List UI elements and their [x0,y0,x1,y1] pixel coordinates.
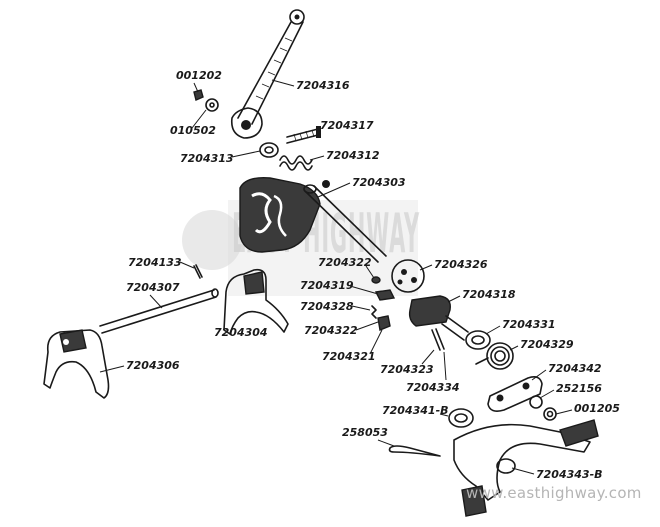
callout-7204329: 7204329 [509,338,574,351]
selector-housing [239,177,387,263]
shift-fork-7204306 [43,329,110,399]
callout-7204343-b: 7204343-B [511,467,603,481]
washer-7204313 [259,142,279,158]
washer-7204341-b [448,408,474,428]
shift-fork-7204304 [223,268,289,335]
torsion-spring-7204329 [475,342,514,370]
plate-7204342 [487,376,543,412]
clip-7204319 [374,289,396,301]
spring-7204312 [279,155,313,171]
callout-7204312: 7204312 [309,149,380,162]
washer-252156 [529,395,543,409]
callout-001205: 001205 [555,402,620,415]
label-7204321: 7204321 [322,350,376,363]
label-7204307: 7204307 [126,281,180,294]
label-7204313: 7204313 [180,152,234,165]
selector-disk [391,259,425,293]
callout-7204328: 7204328 [300,300,371,313]
label-7204303: 7204303 [352,176,406,189]
callout-7204322-b: 7204322 [304,321,379,337]
pin-7204322 [371,276,381,284]
cotter-pin-258053 [388,445,441,457]
callout-7204303: 7204303 [317,176,406,198]
callout-7204304: 7204304 [214,326,268,339]
callout-7204322-a: 7204322 [318,256,375,279]
callout-7204316: 7204316 [271,79,350,92]
label-7204306: 7204306 [126,359,180,372]
callout-7204318: 7204318 [447,288,516,303]
pin-7204323 [431,328,445,351]
callout-7204306: 7204306 [99,359,180,373]
washer-001205 [543,407,557,421]
label-010502: 010502 [170,124,216,137]
label-7204304: 7204304 [214,326,268,339]
spring-7204328 [371,305,377,319]
callout-7204313: 7204313 [180,150,261,165]
label-7204322-b: 7204322 [304,324,358,337]
label-7204334: 7204334 [406,381,460,394]
callout-7204307: 7204307 [126,281,180,309]
label-7204316: 7204316 [296,79,350,92]
label-7204343-b: 7204343-B [536,468,603,481]
callout-7204334: 7204334 [406,351,460,394]
shift-rod-7204307 [99,288,219,334]
callout-7204341-b: 7204341-B [382,404,449,417]
label-001202: 001202 [176,69,222,82]
label-7204133: 7204133 [128,256,182,269]
label-7204326: 7204326 [434,258,488,271]
gear-shift-lever [230,9,305,139]
callout-7204317: 7204317 [320,119,374,132]
label-001205: 001205 [574,402,620,415]
callout-258053: 258053 [342,426,395,447]
pin-7204133 [193,264,203,279]
bolt-7204317 [286,126,321,144]
washer-010502 [205,98,219,112]
label-7204331: 7204331 [502,318,556,331]
label-258053: 258053 [342,426,388,439]
callout-7204331: 7204331 [485,318,556,335]
website-watermark: www.easthighway.com [466,484,642,502]
callout-7204321: 7204321 [322,329,383,363]
callout-252156: 252156 [539,382,602,399]
label-7204318: 7204318 [462,288,516,301]
label-7204328: 7204328 [300,300,354,313]
lever-7204318 [408,295,469,341]
callout-7204319: 7204319 [300,279,379,295]
label-7204317: 7204317 [320,119,374,132]
label-7204323: 7204323 [380,363,434,376]
label-7204342: 7204342 [548,362,602,375]
nut-001202 [193,89,204,101]
ring-7204331 [465,330,491,350]
callout-7204323: 7204323 [380,349,435,376]
label-7204322-a: 7204322 [318,256,372,269]
label-7204329: 7204329 [520,338,574,351]
label-7204319: 7204319 [300,279,354,292]
label-7204312: 7204312 [326,149,380,162]
callout-010502: 010502 [170,109,216,137]
pedal-lever-7204343-b [453,419,599,517]
callout-001202: 001202 [176,69,222,93]
label-7204341-b: 7204341-B [382,404,449,417]
label-252156: 252156 [556,382,602,395]
fork-clip-7204321 [377,315,391,331]
callout-7204342: 7204342 [531,362,602,381]
callout-7204133: 7204133 [128,256,195,269]
callout-7204326: 7204326 [419,258,488,271]
